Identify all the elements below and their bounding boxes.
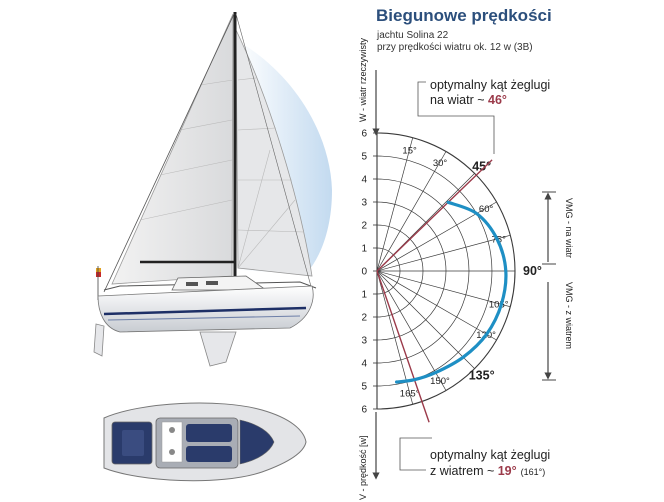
speed-axis-label: V - prędkość [w] xyxy=(358,435,368,500)
sailboat-side-view xyxy=(93,12,332,367)
angle-label: 15° xyxy=(402,145,417,156)
vmg-downwind-label: VMG - z wiatrem xyxy=(564,282,574,349)
speed-tick-label: 5 xyxy=(361,152,367,163)
polar-angle-labels: 15°30°45°60°75°90°105°120°135°150°165° xyxy=(400,145,542,399)
rudder xyxy=(93,323,105,357)
speed-tick-label: 1 xyxy=(361,290,367,301)
polar-speed-ticks: 6 5 4 3 2 1 0 1 2 3 4 5 6 xyxy=(361,129,377,416)
deck-top-view xyxy=(103,402,307,482)
speed-tick-label: 6 xyxy=(361,129,367,140)
speed-tick-label: 1 xyxy=(361,244,367,255)
speed-tick-label: 5 xyxy=(361,382,367,393)
speed-tick-label: 0 xyxy=(361,267,367,278)
angle-label: 150° xyxy=(430,376,450,387)
speed-tick-label: 6 xyxy=(361,405,367,416)
speed-tick-label: 4 xyxy=(361,359,367,370)
upwind-angle: 46° xyxy=(488,93,507,107)
angle-ray xyxy=(376,234,511,272)
angle-ray xyxy=(376,270,447,391)
optimal-downwind-line xyxy=(376,270,430,423)
page-title: Biegunowe prędkości xyxy=(376,6,552,25)
optimal-upwind-line xyxy=(376,159,493,272)
angle-label: 165° xyxy=(400,389,420,400)
upwind-leader xyxy=(417,81,495,154)
angle-label: 135° xyxy=(469,369,495,383)
angle-label: 105° xyxy=(489,300,509,311)
speed-tick-label: 2 xyxy=(361,313,367,324)
polar-optimal-lines xyxy=(376,159,493,423)
angle-ray xyxy=(376,137,414,272)
keel xyxy=(199,331,237,367)
downwind-annotation-line1: optymalny kąt żeglugi xyxy=(430,448,550,462)
upwind-annotation-line1: optymalny kąt żeglugi xyxy=(430,78,550,92)
speed-tick-label: 3 xyxy=(361,198,367,209)
polar-curve xyxy=(395,200,508,384)
vmg-upwind-label: VMG - na wiatr xyxy=(564,198,574,258)
speed-tick-label: 2 xyxy=(361,221,367,232)
hull xyxy=(97,285,314,333)
angle-label: 45° xyxy=(472,159,491,173)
polar-diagram: 15°30°45°60°75°90°105°120°135°150°165° 6… xyxy=(361,129,542,423)
angle-ray xyxy=(376,151,447,272)
polar-rays xyxy=(376,137,515,405)
angle-ray xyxy=(376,270,475,369)
downwind-angle-extra: (161°) xyxy=(521,467,546,477)
subtitle-yacht: jachtu Solina 22 xyxy=(376,30,449,41)
downwind-leader xyxy=(399,437,432,471)
angle-label: 60° xyxy=(479,204,494,215)
downwind-angle: 19° xyxy=(498,464,517,478)
angle-ray xyxy=(376,270,497,341)
true-wind-label: W - wiatr rzeczywisty xyxy=(358,38,368,122)
upwind-annotation-line2: na wiatr ~ 46° xyxy=(430,93,507,107)
speed-tick-label: 3 xyxy=(361,336,367,347)
angle-ray xyxy=(376,270,511,308)
angle-label: 90° xyxy=(523,264,542,278)
speed-tick-label: 4 xyxy=(361,175,367,186)
subtitle-wind: przy prędkości wiatru ok. 12 w (3B) xyxy=(377,42,533,53)
angle-label: 30° xyxy=(433,158,448,169)
downwind-annotation-line2: z wiatrem ~ 19°(161°) xyxy=(430,464,545,478)
